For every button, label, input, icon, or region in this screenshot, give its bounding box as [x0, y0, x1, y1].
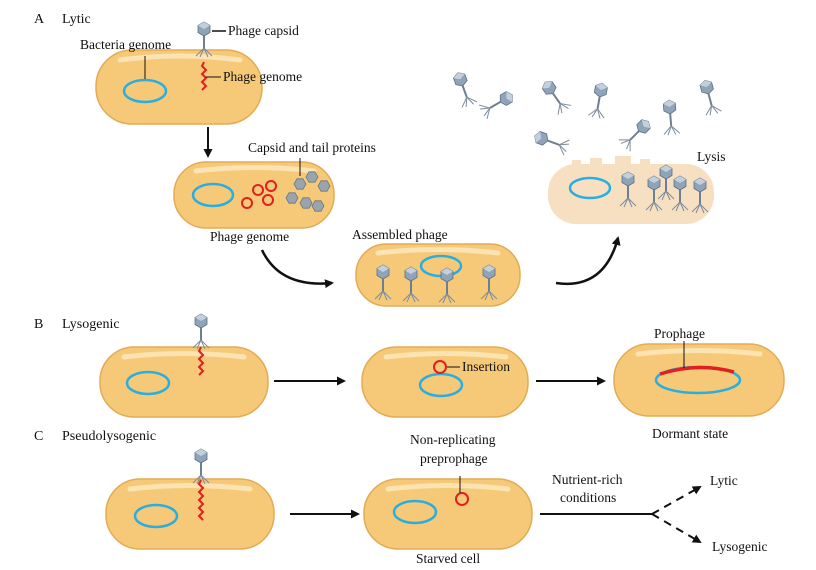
capsid-protein — [299, 197, 313, 209]
label-phage-genome-top: Phage genome — [223, 69, 302, 84]
section-b-letter: B — [34, 317, 43, 332]
capsid-protein — [293, 178, 307, 190]
bacterial-genome-ring — [568, 176, 612, 200]
phage-genome-copy — [265, 180, 277, 192]
bacterial-genome-ring — [418, 372, 464, 398]
label-capsid-tail-proteins: Capsid and tail proteins — [248, 140, 376, 155]
section-b-title: Lysogenic — [62, 317, 120, 332]
arrow-a2-to-a3 — [260, 249, 334, 289]
released-phage-icon — [449, 68, 479, 110]
label-phage-genome-mid: Phage genome — [210, 229, 289, 244]
lysed-bacterium — [548, 156, 714, 224]
label-outcome-lysogenic: Lysogenic — [712, 539, 768, 554]
bacterial-genome-ring — [125, 370, 171, 396]
injected-phage-genome — [197, 346, 205, 376]
bacterial-genome-ring — [392, 499, 438, 525]
label-dormant-state: Dormant state — [652, 426, 728, 441]
capsid-protein — [311, 200, 325, 212]
phage-icon-infecting — [192, 313, 210, 350]
arrow-to-lytic — [651, 486, 702, 515]
bacterial-genome-ring — [133, 503, 179, 529]
phage-genome-circle — [433, 360, 447, 374]
label-outcome-lytic: Lytic — [710, 473, 738, 488]
released-phage-icon — [587, 80, 611, 121]
label-insertion: Insertion — [462, 359, 510, 374]
prophage-segment — [659, 365, 735, 376]
capsid-protein — [285, 192, 299, 204]
section-c-title: Pseudolysogenic — [62, 429, 156, 444]
bacterial-genome-ring — [122, 78, 168, 104]
bacterium-a3 — [355, 243, 521, 307]
phage-genome-copy — [252, 184, 264, 196]
arrow-to-lysogenic — [651, 513, 702, 544]
preprophage-circle — [455, 492, 469, 506]
injected-phage-genome — [200, 61, 208, 91]
released-phage-icon — [477, 87, 518, 121]
bacterial-genome-ring — [191, 182, 235, 208]
phage-genome-copy — [262, 194, 274, 206]
section-a-letter: A — [34, 12, 45, 27]
bacterium-b3 — [613, 343, 785, 417]
released-phage-icon — [530, 127, 572, 157]
released-phages — [449, 68, 723, 157]
bacterium-c2 — [363, 478, 533, 550]
capsid-protein — [317, 180, 331, 192]
bacterium-b1 — [99, 346, 269, 418]
bacterium-a2 — [173, 161, 335, 229]
arrow-a3-to-lysis — [555, 236, 621, 286]
bacterium-b2 — [361, 346, 529, 418]
section-a-title: Lytic — [62, 12, 91, 27]
label-non-replicating: Non-replicating — [410, 432, 496, 447]
bacterium-a1 — [95, 49, 263, 125]
label-lysis: Lysis — [697, 149, 726, 164]
label-bacteria-genome: Bacteria genome — [80, 37, 171, 52]
released-phage-icon — [617, 114, 656, 153]
released-phage-icon — [659, 98, 681, 137]
label-nutrient-rich: Nutrient-rich — [552, 472, 623, 487]
label-assembled-phage: Assembled phage — [352, 227, 448, 242]
label-conditions: conditions — [560, 490, 616, 505]
released-phage-icon — [696, 77, 723, 118]
label-prophage: Prophage — [654, 326, 705, 341]
phage-genome-copy — [241, 197, 253, 209]
capsid-protein — [305, 171, 319, 183]
injected-phage-genome — [197, 479, 205, 521]
label-phage-capsid: Phage capsid — [228, 23, 299, 38]
label-starved-cell: Starved cell — [416, 551, 480, 566]
bacterium-c1 — [105, 478, 275, 550]
section-c-letter: C — [34, 429, 43, 444]
released-phage-icon — [537, 76, 573, 117]
label-preprophage: preprophage — [420, 451, 487, 466]
